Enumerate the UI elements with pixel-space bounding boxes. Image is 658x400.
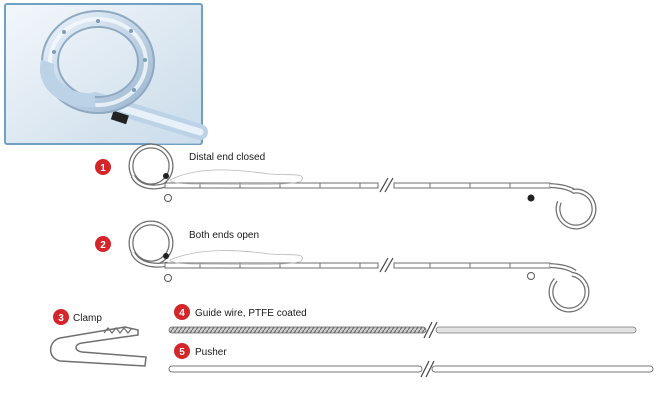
label-pusher: Pusher (195, 347, 227, 358)
badge-1-circle (95, 159, 111, 175)
badge-5-circle (174, 343, 190, 359)
badge-5-number: 5 (179, 347, 185, 358)
badge-4: 4 (174, 304, 190, 320)
badge-5: 5 (174, 343, 190, 359)
badge-4-circle (174, 304, 190, 320)
guide-wire-diagram (168, 321, 637, 339)
badge-4-number: 4 (179, 308, 185, 319)
label-distal-end-closed: Distal end closed (189, 152, 265, 163)
label-clamp: Clamp (73, 313, 102, 324)
stent-2-diagram (128, 220, 590, 313)
badge-1: 1 (95, 159, 111, 175)
pusher-diagram (168, 360, 654, 378)
badge-1-number: 1 (100, 163, 106, 174)
stent-photo (4, 3, 208, 145)
badge-2-circle (95, 236, 111, 252)
label-guide-wire: Guide wire, PTFE coated (195, 308, 307, 319)
badge-3-number: 3 (58, 313, 64, 324)
badge-2-number: 2 (100, 240, 106, 251)
badge-3: 3 (53, 309, 69, 325)
badge-2: 2 (95, 236, 111, 252)
badge-3-circle (53, 309, 69, 325)
clamp-diagram (49, 326, 147, 367)
stent-1-diagram (128, 143, 597, 230)
label-both-ends-open: Both ends open (189, 230, 259, 241)
